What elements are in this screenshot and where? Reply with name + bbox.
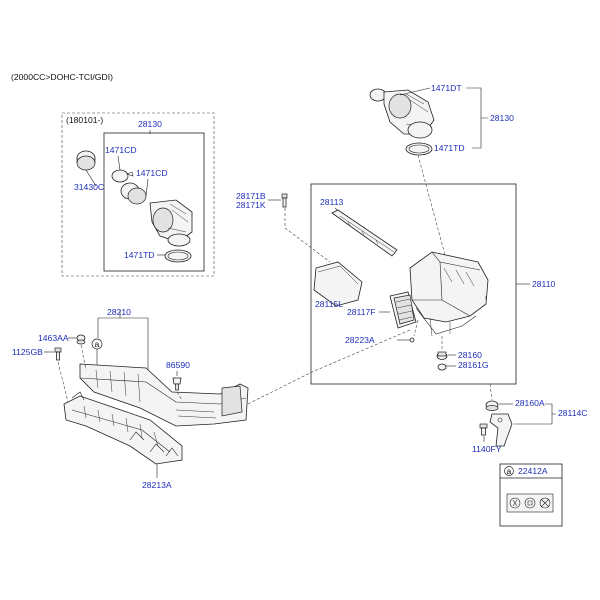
grommet-1463aa xyxy=(76,334,86,345)
filter-28117f xyxy=(389,291,417,329)
callout-a-marker: a xyxy=(91,338,103,350)
bracket-28114c xyxy=(489,413,513,447)
label-28117f[interactable]: 28117F xyxy=(347,307,376,317)
duct-28210 xyxy=(79,363,249,427)
variant-date-label: (180101-) xyxy=(66,115,103,125)
label-28114c[interactable]: 28114C xyxy=(558,408,587,418)
clamp-1471td-right xyxy=(405,142,433,156)
variant-inner-box xyxy=(103,132,205,272)
label-28161g[interactable]: 28161G xyxy=(458,360,489,370)
label-1471dt[interactable]: 1471DT xyxy=(431,83,462,93)
label-1471cd-b[interactable]: 1471CD xyxy=(136,168,168,178)
bolt-1140fy xyxy=(479,423,488,436)
engine-spec-label: (2000CC>DOHC-TCI/GDI) xyxy=(11,72,113,82)
label-28113[interactable]: 28113 xyxy=(320,197,343,207)
label-1140fy[interactable]: 1140FY xyxy=(472,444,502,454)
label-28130-left[interactable]: 28130 xyxy=(138,119,162,129)
mount-28160 xyxy=(436,351,448,360)
clip-86590 xyxy=(172,377,182,391)
label-28115l[interactable]: 28115L xyxy=(315,299,343,309)
mount-28160a xyxy=(485,400,499,411)
clamp-31430c xyxy=(76,150,96,171)
cover-28115l xyxy=(313,261,363,307)
label-28210[interactable]: 28210 xyxy=(107,307,131,317)
svg-text:a: a xyxy=(95,339,100,349)
pin-28171 xyxy=(281,193,288,208)
label-28213a[interactable]: 28213A xyxy=(142,480,172,490)
label-28171b[interactable]: 28171B xyxy=(236,191,266,201)
label-28130-right[interactable]: 28130 xyxy=(490,113,514,123)
label-1125gb[interactable]: 1125GB xyxy=(12,347,43,357)
label-28160[interactable]: 28160 xyxy=(458,350,482,360)
bolt-28161g xyxy=(437,363,447,371)
label-1463aa[interactable]: 1463AA xyxy=(38,333,69,343)
variant-dashed-box xyxy=(61,112,215,277)
callout-part-number[interactable]: 22412A xyxy=(518,466,548,476)
clip-28223a xyxy=(409,337,415,343)
callout-letter: a xyxy=(507,466,512,476)
bolt-1125gb xyxy=(54,347,62,361)
callout-box: a 22412A xyxy=(499,463,563,527)
intake-hose-left xyxy=(149,199,193,247)
label-28160a[interactable]: 28160A xyxy=(515,398,545,408)
label-1471td-right[interactable]: 1471TD xyxy=(434,143,465,153)
hose-segment-left xyxy=(120,182,147,205)
duct-28213a xyxy=(63,391,183,465)
label-28171k[interactable]: 28171K xyxy=(236,200,266,210)
warning-sticker-icon xyxy=(506,493,554,513)
label-1471cd-a[interactable]: 1471CD xyxy=(105,145,137,155)
label-1471td-left[interactable]: 1471TD xyxy=(124,250,155,260)
air-cleaner-housing xyxy=(409,251,489,337)
intake-hose-right xyxy=(369,88,435,139)
bracket-28113 xyxy=(331,209,398,257)
label-31430c[interactable]: 31430C xyxy=(74,182,104,192)
label-86590[interactable]: 86590 xyxy=(166,360,190,370)
label-28223a[interactable]: 28223A xyxy=(345,335,375,345)
label-28110[interactable]: 28110 xyxy=(532,279,555,289)
clamp-1471td-left xyxy=(164,249,192,263)
clamp-1471cd-upper xyxy=(111,169,134,183)
